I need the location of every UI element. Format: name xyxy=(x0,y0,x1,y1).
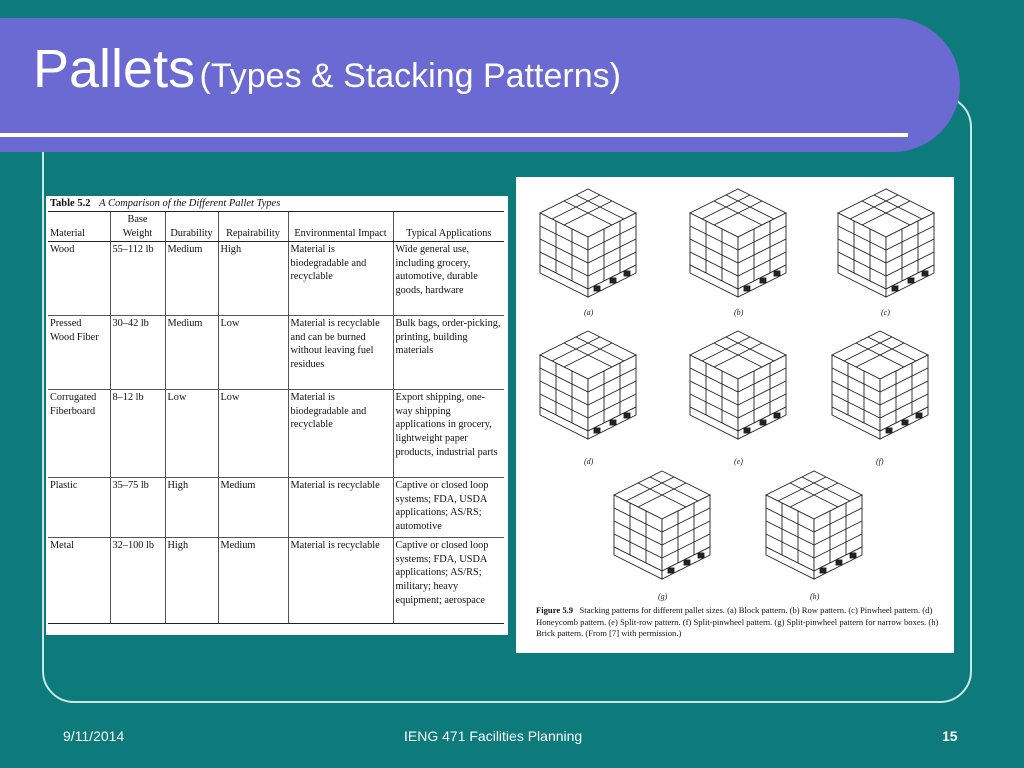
table-cell: Wood xyxy=(48,241,110,317)
table-cell: Material is recyclable xyxy=(287,477,393,539)
column-header: Base Weight xyxy=(109,210,165,243)
title-main: Pallets xyxy=(33,39,196,99)
column-header: Typical Applications xyxy=(392,210,504,243)
table-row: Pressed Wood Fiber 30–42 lb Medium Low M… xyxy=(48,315,504,391)
table-cell: Plastic xyxy=(48,477,110,539)
pallet-stack-e xyxy=(689,330,787,440)
table-cell: Captive or closed loop systems; FDA, USD… xyxy=(392,477,504,539)
table-cell: 8–12 lb xyxy=(109,389,165,479)
table-cell: Medium xyxy=(217,477,288,539)
table-row: Metal 32–100 lb High Medium Material is … xyxy=(48,537,504,625)
table-cell: Low xyxy=(217,389,288,479)
pallet-stack-f xyxy=(831,330,929,440)
title-subtitle: (Types & Stacking Patterns) xyxy=(199,57,621,95)
table-cell: Low xyxy=(164,389,218,479)
figure-caption: Figure 5.9 Stacking patterns for differe… xyxy=(536,605,952,640)
column-header: Durability xyxy=(164,210,218,243)
figure-caption-text: Stacking patterns for different pallet s… xyxy=(536,605,939,639)
table-header-row: Material Base Weight Durability Repairab… xyxy=(48,210,504,243)
column-header: Repairability xyxy=(217,210,288,243)
footer-date: 9/11/2014 xyxy=(63,728,125,744)
table-row: Corrugated Fiberboard 8–12 lb Low Low Ma… xyxy=(48,389,504,479)
pallet-stack-b xyxy=(689,188,787,298)
stacking-patterns-figure-image: (a) (b) (c) (d) (e) (f) (g) (h) Figure 5… xyxy=(516,177,954,653)
pallet-stack-a xyxy=(539,188,637,298)
table-cell: Material is biodegradable and recyclable xyxy=(287,389,393,479)
table-cell: Medium xyxy=(164,315,218,391)
footer-page-number: 15 xyxy=(942,728,958,744)
pallet-stack-g xyxy=(613,470,711,580)
slide-title: Pallets (Types & Stacking Patterns) xyxy=(33,38,621,100)
panel-label: (d) xyxy=(584,457,594,466)
footer-course: IENG 471 Facilities Planning xyxy=(404,728,583,744)
column-header: Environmental Impact xyxy=(287,210,393,243)
table-caption: Table 5.2 A Comparison of the Different … xyxy=(50,198,280,209)
title-bar xyxy=(0,18,960,152)
table-cell: Metal xyxy=(48,537,110,625)
title-underline xyxy=(0,133,908,137)
table-cell: Medium xyxy=(217,537,288,625)
table-cell: Wide general use, including grocery, aut… xyxy=(392,241,504,317)
panel-label: (b) xyxy=(734,308,744,317)
table-cell: Export shipping, one-way shipping applic… xyxy=(392,389,504,479)
table-caption-text: A Comparison of the Different Pallet Typ… xyxy=(99,198,281,209)
table-cell: Material is recyclable and can be burned… xyxy=(287,315,393,391)
table-cell: Captive or closed loop systems; FDA, USD… xyxy=(392,537,504,625)
table-cell: 30–42 lb xyxy=(109,315,165,391)
column-header: Material xyxy=(48,210,110,243)
pallet-stack-d xyxy=(539,330,637,440)
panel-label: (h) xyxy=(810,592,820,601)
table-cell: High xyxy=(164,477,218,539)
pallet-stack-h xyxy=(765,470,863,580)
table-cell: Corrugated Fiberboard xyxy=(48,389,110,479)
table-cell: Material is biodegradable and recyclable xyxy=(287,241,393,317)
panel-label: (c) xyxy=(881,308,890,317)
panel-label: (e) xyxy=(734,457,743,466)
table-row: Plastic 35–75 lb High Medium Material is… xyxy=(48,477,504,539)
table-cell: Bulk bags, order-picking, printing, buil… xyxy=(392,315,504,391)
panel-label: (g) xyxy=(658,592,668,601)
panel-label: (a) xyxy=(584,308,594,317)
table-cell: 32–100 lb xyxy=(109,537,165,625)
table-cell: Medium xyxy=(164,241,218,317)
table-cell: Low xyxy=(217,315,288,391)
table-cell: 55–112 lb xyxy=(109,241,165,317)
table-caption-number: Table 5.2 xyxy=(50,198,91,209)
figure-caption-number: Figure 5.9 xyxy=(536,605,574,615)
table-cell: Material is recyclable xyxy=(287,537,393,625)
table-cell: High xyxy=(217,241,288,317)
panel-label: (f) xyxy=(876,457,884,466)
pallet-types-table: Material Base Weight Durability Repairab… xyxy=(48,210,504,625)
table-cell: Pressed Wood Fiber xyxy=(48,315,110,391)
pallet-comparison-table-image: Table 5.2 A Comparison of the Different … xyxy=(46,196,508,635)
table-row: Wood 55–112 lb Medium High Material is b… xyxy=(48,241,504,317)
table-cell: 35–75 lb xyxy=(109,477,165,539)
pallet-stack-c xyxy=(837,188,935,298)
table-cell: High xyxy=(164,537,218,625)
